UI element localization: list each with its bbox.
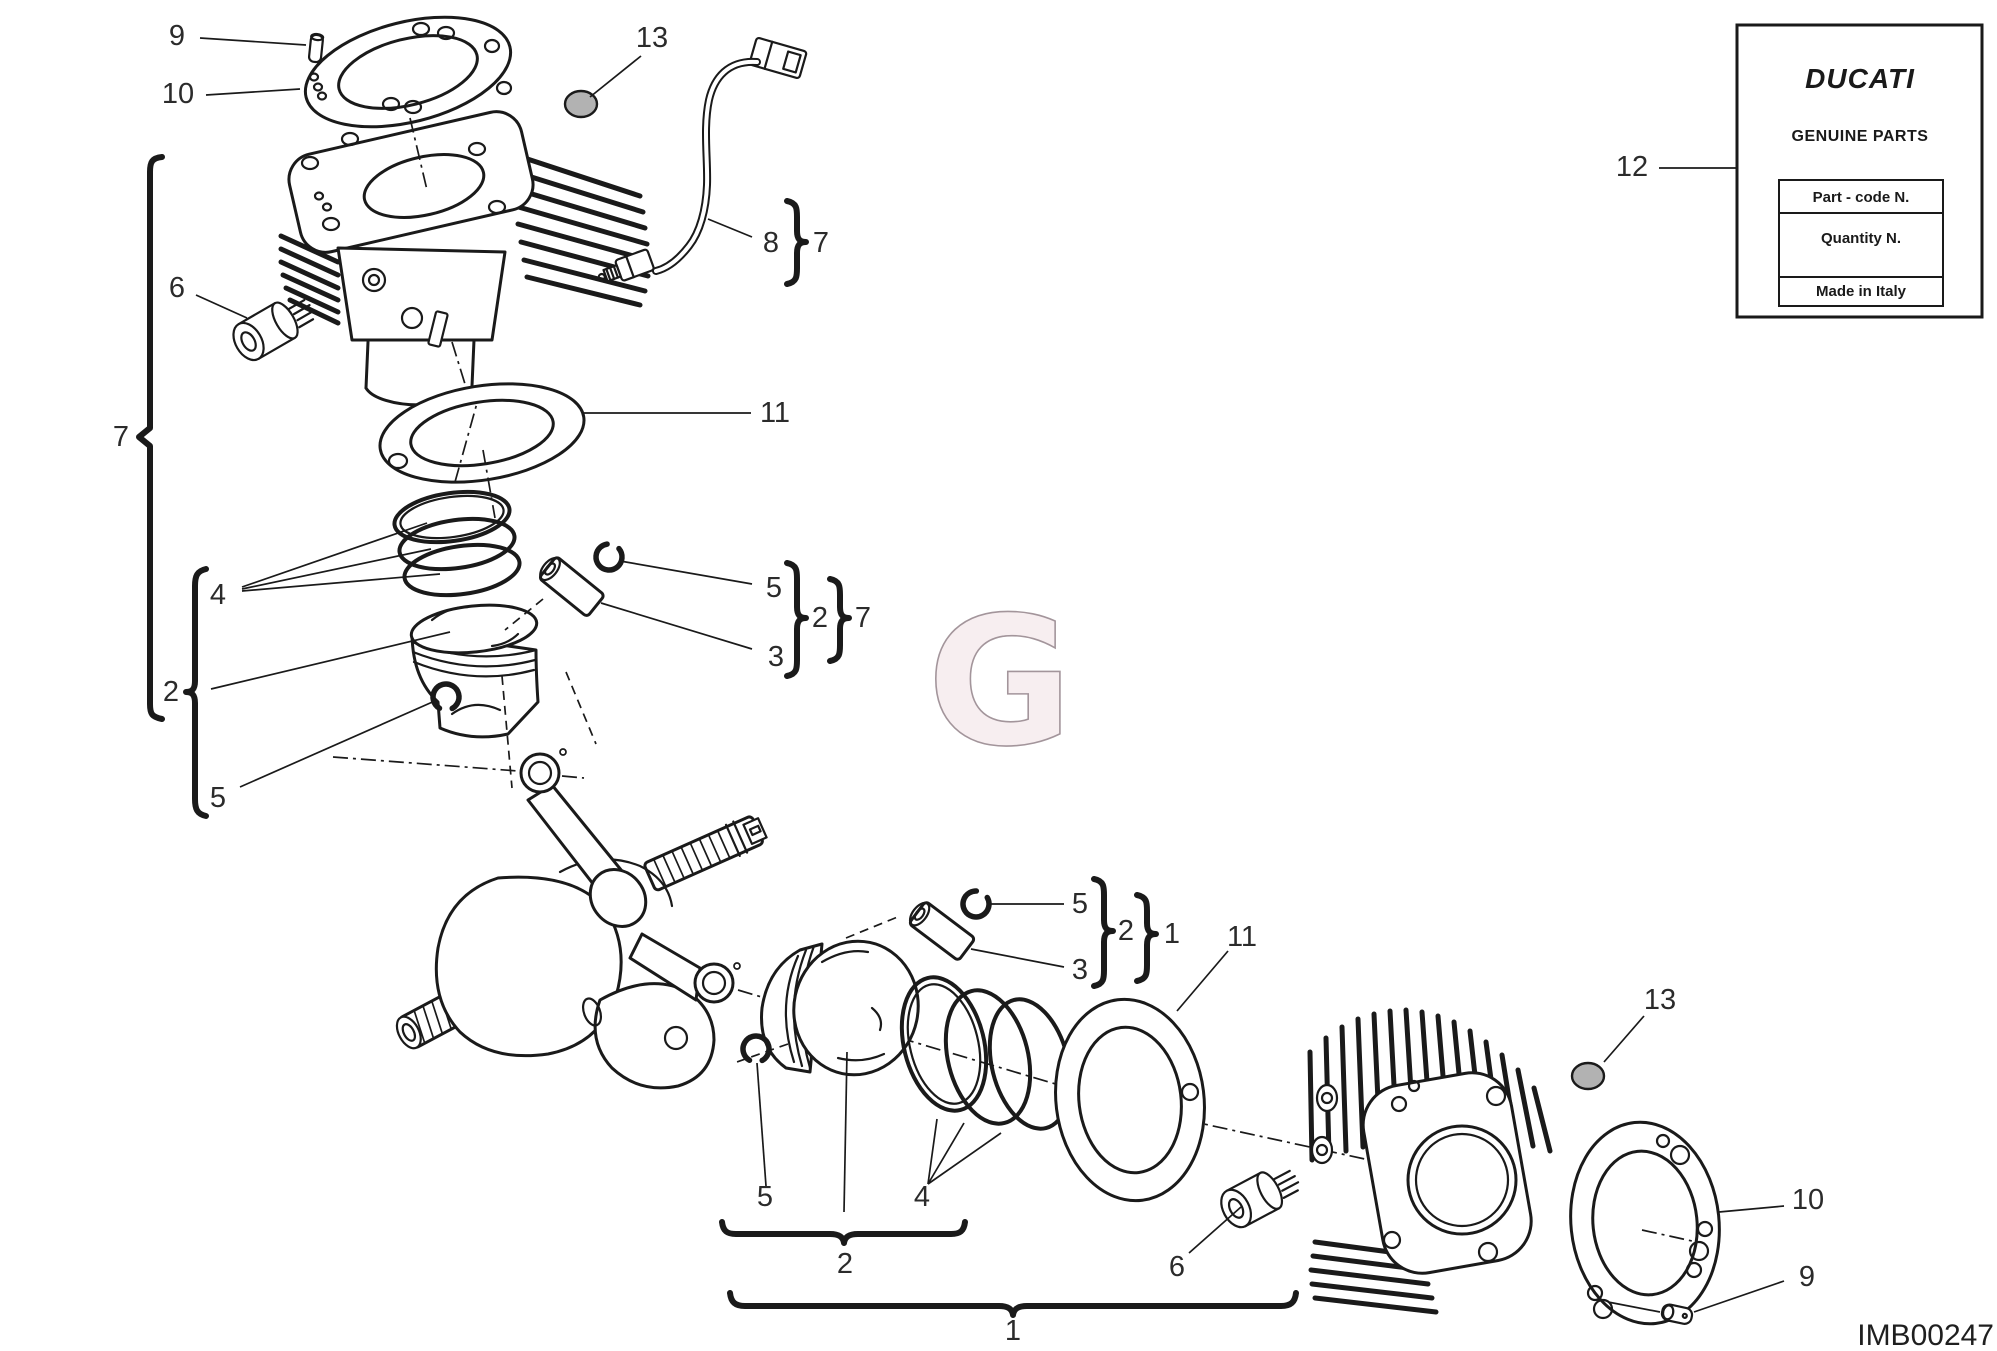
head-gasket-lower	[1569, 1120, 1721, 1326]
callout-3-mid: 3	[1072, 954, 1088, 986]
callout-8: 8	[763, 227, 779, 259]
sensor-fitting	[597, 248, 655, 283]
circlip-upper-left	[430, 681, 462, 713]
screw-lower	[1220, 1169, 1300, 1229]
cylinder-lower	[1307, 1007, 1553, 1315]
diagram-code: IMB00247	[1857, 1319, 1994, 1351]
base-gasket-top	[378, 382, 586, 519]
piston-upper	[409, 598, 597, 789]
circlip-lower-right	[960, 888, 992, 920]
callout-11-top: 11	[760, 397, 790, 429]
circlip-upper-right	[593, 541, 625, 573]
brand-logo-text: DUCATI	[1805, 63, 1915, 94]
leader-lines	[195, 37, 1785, 1313]
piston-rings-lower	[899, 975, 1073, 1131]
callout-7-upper-right: 7	[855, 602, 871, 634]
genuine-parts-label-box: DUCATI GENUINE PARTS Part - code N. Quan…	[1735, 23, 1984, 319]
label-row-quantity: Quantity N.	[1821, 230, 1901, 247]
callout-2-upper-right: 2	[812, 602, 828, 634]
wrist-pin-upper	[539, 556, 605, 617]
callout-1-mid: 1	[1164, 918, 1180, 950]
callout-10-bottom: 10	[1792, 1184, 1824, 1216]
callout-1-bottom: 1	[1005, 1315, 1021, 1347]
sensor-cable	[597, 36, 808, 283]
callout-3-upper-right: 3	[768, 641, 784, 673]
watermark-g: G	[927, 579, 1073, 786]
callout-4-top: 4	[210, 579, 226, 611]
callout-6-bottom: 6	[1169, 1251, 1185, 1283]
wrist-pin-lower	[908, 901, 976, 961]
callout-4-bottom: 4	[914, 1181, 930, 1213]
plug-top	[563, 89, 599, 119]
callout-2-bottom: 2	[837, 1248, 853, 1280]
callout-9-top: 9	[169, 20, 185, 52]
piston-lower	[733, 915, 920, 1077]
screw-top	[232, 298, 315, 362]
callout-12: 12	[1616, 151, 1648, 183]
callout-6-top: 6	[169, 272, 185, 304]
axis-line-lower-2	[1157, 1113, 1453, 1179]
label-row-part-code: Part - code N.	[1813, 189, 1910, 206]
callout-5-mid: 5	[1072, 888, 1088, 920]
callout-10-top: 10	[162, 78, 194, 110]
callout-2-mid: 2	[1118, 915, 1134, 947]
brand-subtitle: GENUINE PARTS	[1792, 128, 1929, 145]
crankshaft	[332, 748, 768, 1090]
callout-5-upper-right: 5	[766, 572, 782, 604]
callout-7-left: 7	[113, 421, 129, 453]
callout-11-bottom: 11	[1227, 921, 1257, 953]
callout-7-top: 7	[813, 227, 829, 259]
callout-13-bottom: 13	[1644, 984, 1676, 1016]
group-braces	[136, 154, 1299, 1318]
callout-5-left: 5	[210, 782, 226, 814]
plug-lower	[1570, 1061, 1606, 1091]
callout-13-top: 13	[636, 22, 668, 54]
cylinder-upper	[278, 110, 651, 427]
circlip-lower-left	[740, 1033, 772, 1065]
callout-5-bottom: 5	[757, 1181, 773, 1213]
ducati-badge-strip	[427, 310, 449, 348]
callout-9-bottom: 9	[1799, 1261, 1815, 1293]
head-gasket-top	[303, 15, 513, 129]
dowel-pin-lower	[1660, 1303, 1694, 1325]
callout-labels: 9 10 13 6 8 7 7 11 4 2 5 5 3 2 7 5 3 2 1…	[113, 20, 1824, 1347]
label-row-made-in-italy: Made in Italy	[1816, 283, 1907, 300]
piston-rings-upper	[392, 402, 522, 598]
callout-2-left: 2	[163, 676, 179, 708]
base-gasket-lower	[1054, 997, 1206, 1203]
